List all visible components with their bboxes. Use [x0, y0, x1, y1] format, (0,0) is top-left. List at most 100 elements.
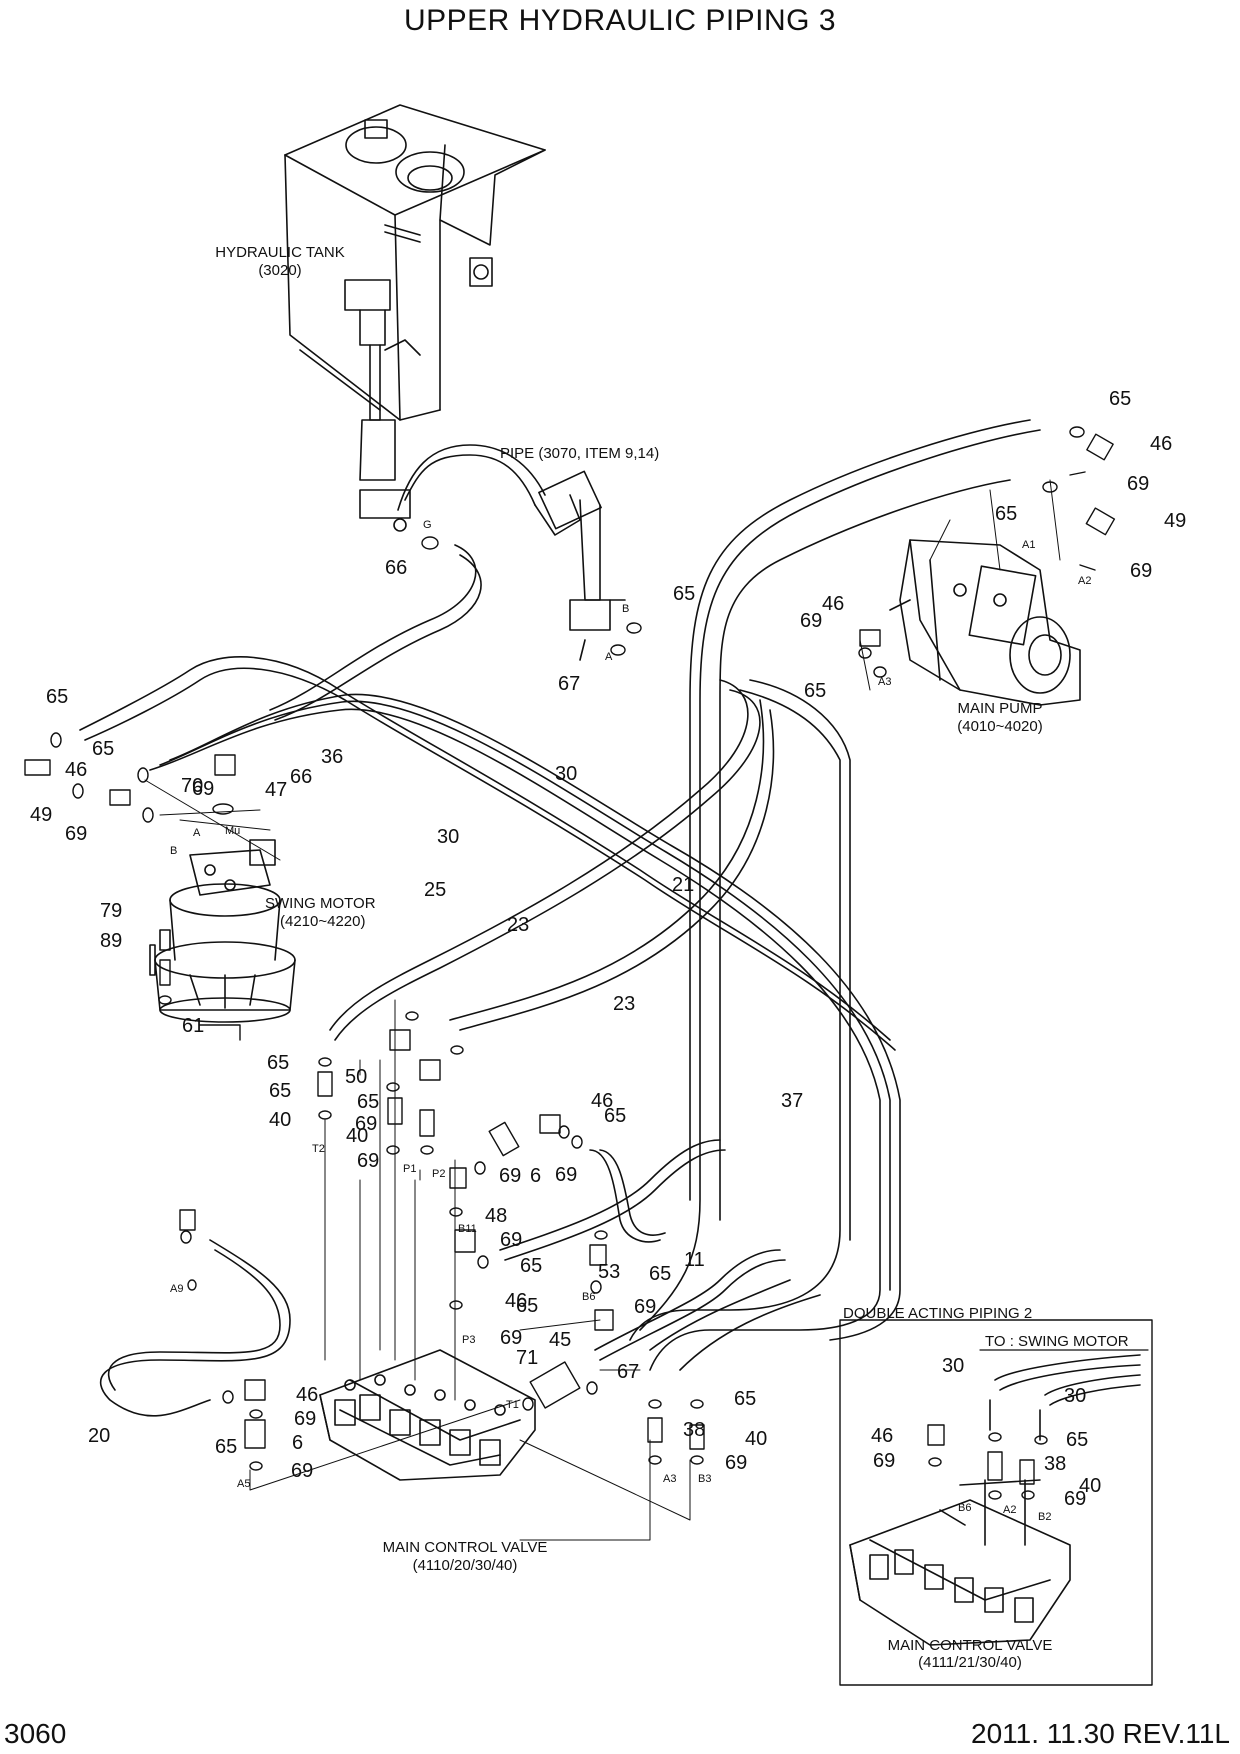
swing-motor — [149, 839, 296, 1023]
part-callout: 65 — [734, 1388, 756, 1410]
port-label: A9 — [170, 1283, 183, 1295]
page-number: 3060 — [4, 1718, 67, 1749]
part-callout: 40 — [269, 1109, 291, 1131]
part-callout: 46 — [505, 1290, 527, 1312]
part-callout: 40 — [1079, 1475, 1101, 1497]
part-callout: 65 — [995, 503, 1017, 525]
part-callout: 67 — [617, 1361, 639, 1383]
part-callout: 30 — [437, 826, 459, 848]
port-label: A2 — [1003, 1504, 1016, 1516]
part-callout: 69 — [1064, 1488, 1086, 1510]
pipe-label: PIPE (3070, ITEM 9,14) — [500, 445, 659, 462]
part-callout: 30 — [555, 763, 577, 785]
mcv-code: (4110/20/30/40) — [413, 1557, 518, 1574]
part-callout: 46 — [65, 759, 87, 781]
part-callout: 69 — [291, 1460, 313, 1482]
part-callout: 48 — [485, 1205, 507, 1227]
mcv-label: MAIN CONTROL VALVE — [383, 1539, 548, 1556]
part-callout: 38 — [1044, 1453, 1066, 1475]
port-label: A3 — [878, 676, 891, 688]
port-label: B2 — [1038, 1511, 1051, 1523]
part-callout: 69 — [294, 1408, 316, 1430]
part-callout: 65 — [604, 1105, 626, 1127]
main-control-valve — [319, 1349, 536, 1481]
port-label: A1 — [1022, 539, 1035, 551]
part-callout: 38 — [683, 1419, 705, 1441]
part-callout: 65 — [1066, 1429, 1088, 1451]
part-callout: 69 — [500, 1229, 522, 1251]
leader-lines — [144, 479, 1061, 1541]
hydraulic-tank — [284, 104, 546, 532]
fittings — [24, 426, 1116, 1500]
part-callout: 20 — [88, 1425, 110, 1447]
port-label: T2 — [312, 1143, 325, 1155]
part-callout: 30 — [1064, 1385, 1086, 1407]
part-callout: 36 — [321, 746, 343, 768]
part-callout: 69 — [500, 1327, 522, 1349]
part-callout: 69 — [800, 610, 822, 632]
part-callout: 66 — [290, 766, 312, 788]
port-label: P3 — [462, 1334, 475, 1346]
part-callout: 65 — [357, 1091, 379, 1113]
part-callout: 65 — [673, 583, 695, 605]
port-label: A2 — [1078, 575, 1091, 587]
part-callout: 65 — [1109, 388, 1131, 410]
part-callout: 69 — [65, 823, 87, 845]
port-label: P1 — [403, 1163, 416, 1175]
part-callout: 6 — [292, 1432, 303, 1454]
inset-mcv-label: MAIN CONTROL VALVE — [888, 1637, 1053, 1654]
part-callout: 11 — [684, 1249, 705, 1271]
part-callout: 6 — [530, 1165, 541, 1187]
part-callout: 23 — [507, 914, 529, 936]
part-callout: 66 — [385, 557, 407, 579]
inset-double-acting-piping — [839, 1319, 1153, 1686]
swing-motor-label: SWING MOTOR — [265, 895, 376, 912]
part-callout: 65 — [46, 686, 68, 708]
part-callout: 89 — [100, 930, 122, 952]
port-label: B6 — [582, 1291, 595, 1303]
part-callout: 69 — [1130, 560, 1152, 582]
port-label: B — [622, 603, 629, 615]
port-label: A — [605, 651, 613, 663]
part-callout: 70 — [181, 775, 203, 797]
part-callout: 37 — [781, 1090, 803, 1112]
port-label: A — [193, 827, 201, 839]
part-callout: 61 — [182, 1015, 204, 1037]
part-callout: 65 — [269, 1080, 291, 1102]
part-callout: 69 — [192, 778, 214, 800]
tank-label: HYDRAULIC TANK — [215, 244, 344, 261]
tank-code: (3020) — [258, 262, 301, 279]
part-callout: 69 — [1127, 473, 1149, 495]
part-callout: 69 — [873, 1450, 895, 1472]
part-callout: 46 — [591, 1090, 613, 1112]
port-label: Mu — [225, 825, 240, 837]
swing-motor-code: (4210~4220) — [280, 913, 366, 930]
inset-title: DOUBLE ACTING PIPING 2 — [843, 1305, 1032, 1322]
part-callout: 49 — [1164, 510, 1186, 532]
part-callout: 46 — [1150, 433, 1172, 455]
part-callout: 49 — [30, 804, 52, 826]
suction-pipe — [397, 444, 626, 661]
revision-stamp: 2011. 11.30 REV.11L — [971, 1718, 1230, 1749]
part-callout: 65 — [520, 1255, 542, 1277]
part-callout: 65 — [215, 1436, 237, 1458]
part-callout: 69 — [355, 1113, 377, 1135]
part-callout: 25 — [424, 879, 446, 901]
hose-runs — [79, 419, 1041, 1417]
inset-mcv-code: (4111/21/30/40) — [918, 1654, 1022, 1671]
part-callout: 79 — [100, 900, 122, 922]
part-callout: 65 — [92, 738, 114, 760]
part-callout: 69 — [725, 1452, 747, 1474]
part-callout: 30 — [942, 1355, 964, 1377]
part-callout: 65 — [267, 1052, 289, 1074]
part-callout: 47 — [265, 779, 287, 801]
part-callout: 65 — [804, 680, 826, 702]
port-label: B3 — [698, 1473, 711, 1485]
pump-code: (4010~4020) — [957, 718, 1043, 735]
port-label: A3 — [663, 1473, 676, 1485]
port-label: B — [170, 845, 177, 857]
part-callout: 50 — [345, 1066, 367, 1088]
part-callout: 69 — [499, 1165, 521, 1187]
part-callout: 46 — [871, 1425, 893, 1447]
